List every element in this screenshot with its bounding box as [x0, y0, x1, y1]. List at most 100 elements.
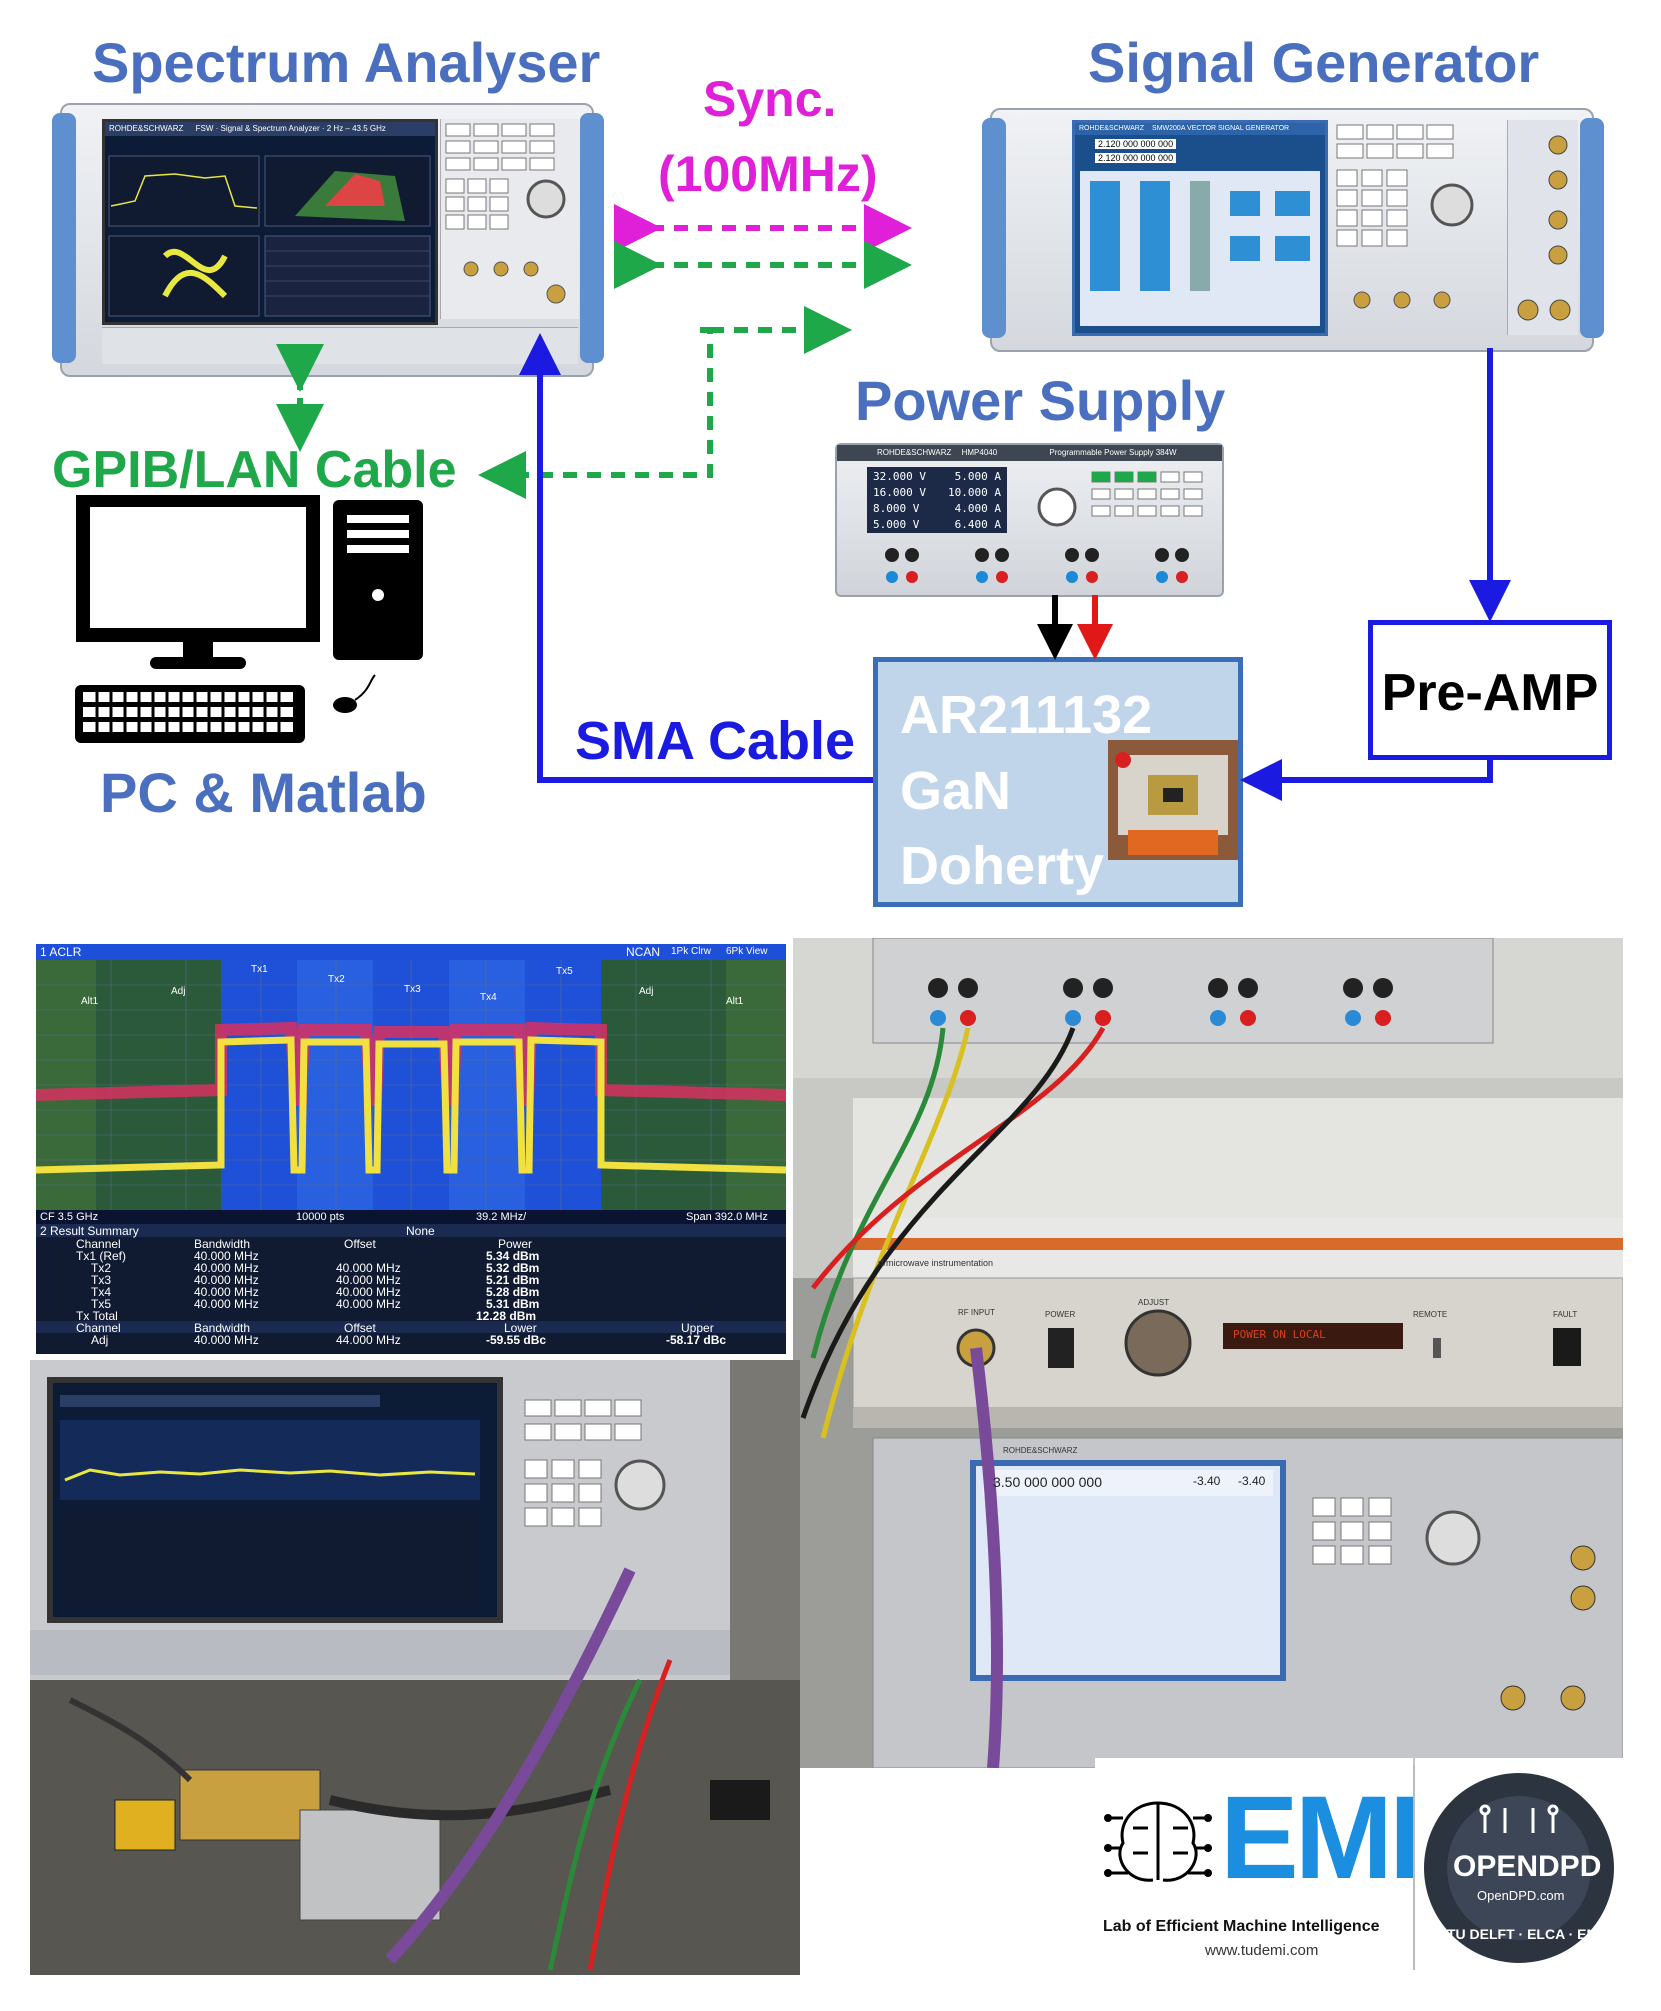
emi-big-text: EMI [1220, 1772, 1422, 1904]
amp-remote-text: REMOTE [1413, 1310, 1448, 1319]
aclr-row-3: Tx3 40.000 MHz 40.000 MHz 5.21 dBm [36, 1273, 786, 1287]
signal-generator-title: Signal Generator [1088, 31, 1540, 94]
dut-label-line2: GaN [900, 761, 1012, 821]
ps-terminals [885, 548, 1189, 583]
aclr-row-5: Tx5 40.000 MHz 40.000 MHz 5.31 dBm [36, 1297, 786, 1311]
aclr-label-adj-right: Adj [639, 986, 654, 997]
lab-photo-left-scene [30, 1360, 800, 1975]
aclr-label-tx5: Tx5 [556, 966, 573, 977]
ps-brand-text: ROHDE&SCHWARZ [877, 448, 952, 457]
emi-subtitle: Lab of Efficient Machine Intelligence [1103, 1918, 1380, 1935]
sa-keypad-panel [440, 119, 579, 319]
spectrum-analyser-instrument: ROHDE&SCHWARZ FSW · Signal & Spectrum An… [52, 103, 604, 377]
aclr-title: 1 ACLR [40, 945, 82, 959]
sa-screen-header: ROHDE&SCHWARZ FSW · Signal & Spectrum An… [105, 122, 435, 136]
aclr-screenshot: 1 ACLR NCAN 1Pk Clrw 6Pk View Alt1 Adj T… [30, 938, 792, 1360]
aclr-label-alt1-left: Alt1 [81, 996, 99, 1007]
dut-label-line1: AR211132 [900, 685, 1153, 745]
lab-photo-right-scene [793, 938, 1623, 1768]
aclr-row-3-power: 5.21 dBm [486, 1273, 540, 1287]
sa-screen: ROHDE&SCHWARZ FSW · Signal & Spectrum An… [102, 119, 438, 325]
aclr-row-1-channel: Tx1 (Ref) [76, 1249, 127, 1263]
aclr-label-tx2: Tx2 [328, 974, 345, 985]
aclr-adj-lower: -59.55 dBc [486, 1333, 547, 1347]
opendpd-logo-icon [1424, 1773, 1614, 1963]
sa-left-handle [52, 113, 76, 363]
logo-divider [1413, 1765, 1415, 1970]
ps-row-1: 32.000 V 5.000 A [873, 469, 1001, 485]
aclr-spectrum-plot [36, 960, 786, 1210]
aclr-row-1: Tx1 (Ref) 40.000 MHz 5.34 dBm [36, 1249, 786, 1263]
gpib-lan-label: GPIB/LAN Cable [52, 441, 457, 499]
aclr-summary-none: None [406, 1224, 435, 1238]
aclr-legend-1: 1Pk Clrw [671, 946, 712, 957]
aclr-footer: CF 3.5 GHz 10000 pts 39.2 MHz/ Span 392.… [36, 1210, 786, 1224]
aclr-col2-lower: Lower [504, 1321, 537, 1335]
aclr-row-3-channel: Tx3 [91, 1273, 112, 1287]
sg-left-handle [982, 118, 1006, 338]
sg-block-diagram [1080, 171, 1320, 326]
aclr-summary-title: 2 Result Summary [40, 1224, 139, 1238]
ps-row-2: 16.000 V 10.000 A [873, 485, 1001, 501]
pc-matlab-label: PC & Matlab [100, 761, 427, 824]
aclr-col-power: Power [498, 1237, 533, 1251]
pc-illustration [75, 495, 423, 743]
sa-right-handle [580, 113, 604, 363]
aclr-col2-offset: Offset [344, 1321, 376, 1335]
aclr-row-5-power: 5.31 dBm [486, 1297, 540, 1311]
ps-amp-3: 4.000 A [954, 502, 1001, 515]
ps-volt-2: 16.000 V [873, 486, 926, 499]
aclr-cf: CF 3.5 GHz [40, 1211, 99, 1223]
aclr-row-2: Tx2 40.000 MHz 40.000 MHz 5.32 dBm [36, 1261, 786, 1275]
aclr-row-4-channel: Tx4 [91, 1285, 112, 1299]
aclr-row-total-power: 12.28 dBm [476, 1309, 537, 1323]
aclr-row-total: Tx Total 12.28 dBm [36, 1309, 786, 1323]
aclr-span: Span 392.0 MHz [686, 1211, 768, 1223]
power-supply-title: Power Supply [855, 369, 1226, 432]
aclr-row-4: Tx4 40.000 MHz 40.000 MHz 5.28 dBm [36, 1285, 786, 1299]
preamp-to-dut-arrow [1240, 759, 1493, 801]
amp-rf-input-text: RF INPUT [958, 1308, 995, 1317]
sg-rf-connectors [1517, 135, 1571, 321]
dut-label-line3: Doherty [900, 836, 1105, 896]
aclr-row-2-offset: 40.000 MHz [336, 1261, 401, 1275]
sg-keypad-panel [1332, 120, 1502, 335]
aclr-row-4-power: 5.28 dBm [486, 1285, 540, 1299]
ps-amp-1: 5.000 A [954, 470, 1001, 483]
aclr-channel-labels: Alt1 Adj Tx1 Tx2 Tx3 Tx4 Tx5 Adj Alt1 [36, 960, 786, 1007]
aclr-adj-bw: 40.000 MHz [194, 1333, 259, 1347]
sg-keypad [1336, 124, 1474, 309]
sg-freq-a: 2.120 000 000 000 [1095, 139, 1177, 149]
aclr-col-bandwidth: Bandwidth [194, 1237, 251, 1251]
spectrum-analyser-title: Spectrum Analyser [92, 31, 601, 94]
aclr-adj-offset: 44.000 MHz [336, 1333, 401, 1347]
aclr-label-tx3: Tx3 [404, 984, 421, 995]
ps-model-text: HMP4040 [961, 448, 998, 457]
aclr-div: 39.2 MHz/ [476, 1211, 527, 1223]
amp-display-text: POWER ON LOCAL [1233, 1328, 1326, 1341]
aclr-adj-row: Adj 40.000 MHz 44.000 MHz -59.55 dBc -58… [36, 1333, 786, 1347]
ps-volt-1: 32.000 V [873, 470, 926, 483]
sg-rf-panel [1507, 120, 1578, 335]
aclr-label-tx1: Tx1 [251, 964, 268, 975]
sg-freq-b: 2.120 000 000 000 [1095, 153, 1177, 163]
aclr-row-3-offset: 40.000 MHz [336, 1273, 401, 1287]
aclr-row-2-channel: Tx2 [91, 1261, 112, 1275]
aclr-row-1-bw: 40.000 MHz [194, 1249, 259, 1263]
aclr-header-right: NCAN [626, 945, 661, 959]
dut-photo [1108, 740, 1238, 860]
sg-right-handle [1580, 118, 1604, 338]
aclr-legend-2: 6Pk View [726, 946, 768, 957]
aclr-col-headers-2: Channel Bandwidth Offset Lower Upper [36, 1321, 786, 1335]
aclr-col2-upper: Upper [681, 1321, 714, 1335]
ps-row-3: 8.000 V 4.000 A [873, 501, 1001, 517]
sg-screen-header: ROHDE&SCHWARZ SMW200A VECTOR SIGNAL GENE… [1075, 123, 1325, 135]
aclr-row-4-offset: 40.000 MHz [336, 1285, 401, 1299]
opendpd-text: OPENDPD [1453, 1850, 1602, 1883]
ps-controls [1037, 471, 1203, 527]
aclr-col-channel: Channel [76, 1237, 121, 1251]
sma-cable-label: SMA Cable [575, 711, 856, 771]
sync-label-line1: Sync. [703, 71, 837, 127]
emi-url: www.tudemi.com [1205, 1942, 1319, 1959]
sa-keypad [445, 123, 566, 304]
